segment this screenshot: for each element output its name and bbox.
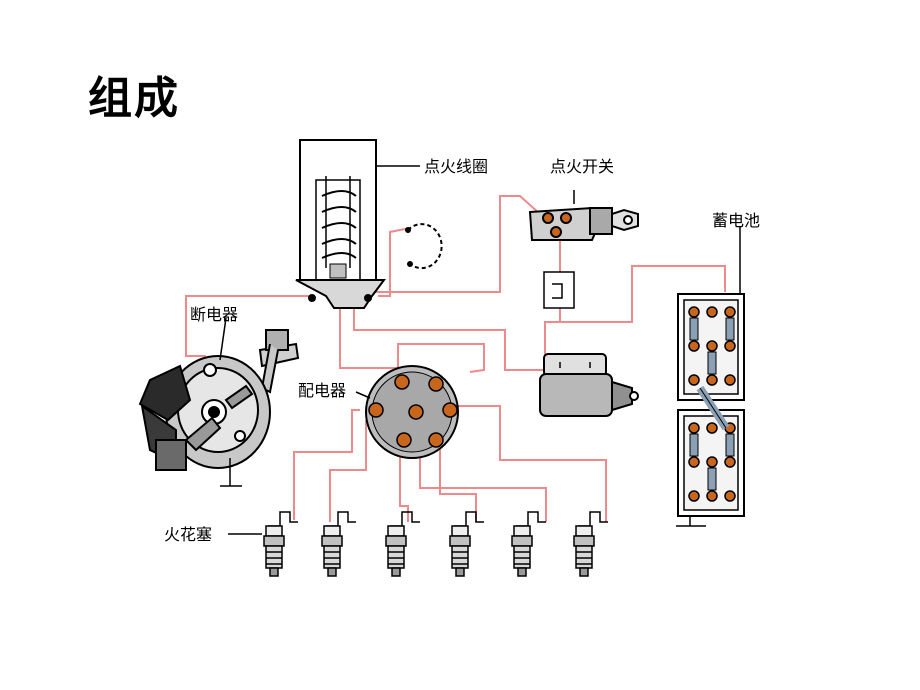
distributor-cap bbox=[355, 365, 459, 459]
wire-cap-plug-5 bbox=[439, 444, 477, 522]
spark-plug-5 bbox=[511, 511, 546, 577]
wire-cap-plug-3 bbox=[329, 420, 367, 522]
wire-cap-plug-2 bbox=[293, 409, 360, 520]
relay-contact bbox=[543, 271, 575, 309]
wire-relay-starter bbox=[544, 306, 561, 356]
label-spark-plug: 火花塞 bbox=[164, 525, 212, 544]
slide-title: 组成 bbox=[88, 73, 180, 124]
spark-plug-4 bbox=[449, 511, 484, 577]
spark-plug-2 bbox=[321, 511, 356, 577]
wire-cap-plug-6 bbox=[446, 405, 607, 522]
battery bbox=[676, 226, 745, 527]
breaker-assembly bbox=[138, 317, 300, 487]
wire-cap-plug-6b bbox=[419, 440, 547, 522]
label-breaker: 断电器 bbox=[190, 305, 238, 324]
label-distributor: 配电器 bbox=[298, 381, 346, 400]
ignition-coil bbox=[295, 139, 420, 309]
labels: 点火线圈 点火开关 蓄电池 断电器 配电器 火花塞 bbox=[164, 157, 760, 544]
wire-cap-plug-1 bbox=[397, 343, 485, 378]
wire-coil-switch bbox=[367, 195, 541, 300]
label-ignition-coil: 点火线圈 bbox=[424, 157, 488, 176]
spark-plug-1 bbox=[263, 511, 298, 577]
wire-cap-plug-4 bbox=[399, 442, 409, 522]
spark-plugs bbox=[228, 511, 608, 577]
spark-plug-6 bbox=[573, 511, 608, 577]
spark-plug-3 bbox=[385, 511, 420, 577]
label-ignition-switch: 点火开关 bbox=[550, 157, 614, 176]
wiring bbox=[185, 195, 726, 522]
label-battery: 蓄电池 bbox=[712, 211, 760, 230]
wire-battery-positive bbox=[560, 265, 726, 323]
starter-motor bbox=[539, 353, 639, 417]
loop-symbol bbox=[405, 223, 443, 270]
wire-coil-starter bbox=[353, 306, 545, 371]
ignition-switch bbox=[528, 190, 639, 241]
wire-coil-loop bbox=[378, 227, 411, 297]
